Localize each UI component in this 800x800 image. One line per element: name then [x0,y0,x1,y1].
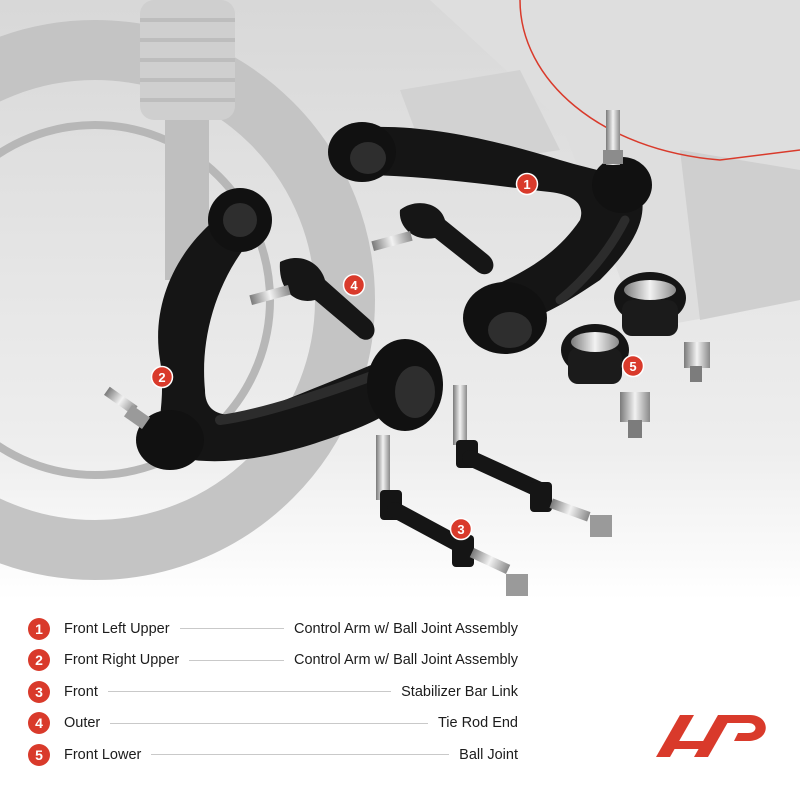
ball-joint-right [614,272,710,382]
legend-row-1: 1 Front Left Upper Control Arm w/ Ball J… [28,613,518,645]
legend-leader-line [189,659,284,661]
legend-row-5: 5 Front Lower Ball Joint [28,739,518,771]
legend-leader-line [151,754,450,756]
legend-part-2: Control Arm w/ Ball Joint Assembly [293,652,518,669]
tie-rod-end-left [249,258,375,340]
stabilizer-link-right [453,385,612,537]
callout-3: 3 [449,517,473,541]
legend-row-4: 4 Outer Tie Rod End [28,708,518,740]
brand-logo-icon [656,715,766,757]
callout-4-number: 4 [350,278,358,293]
callout-4: 4 [342,273,366,297]
legend-part-5: Ball Joint [459,746,518,763]
callout-2-number: 2 [158,370,165,385]
legend-position-3: Front [64,683,98,700]
legend-row-3: 3 Front Stabilizer Bar Link [28,676,518,708]
legend-badge-5: 5 [28,743,50,766]
legend-leader-line [107,691,392,693]
product-scene: 1 2 3 4 5 [0,0,800,600]
control-arm-front-right [104,188,443,470]
callout-1: 1 [515,172,539,196]
callout-1-number: 1 [523,177,530,192]
legend-badge-4: 4 [28,712,50,735]
tie-rod-end-right [371,203,494,275]
legend-position-2: Front Right Upper [64,652,180,669]
legend-part-1: Control Arm w/ Ball Joint Assembly [293,620,518,637]
legend-position-1: Front Left Upper [64,620,170,637]
legend-badge-2: 2 [28,649,50,672]
legend-row-2: 2 Front Right Upper Control Arm w/ Ball … [28,645,518,677]
legend-part-4: Tie Rod End [437,715,518,732]
callout-3-number: 3 [457,522,464,537]
callout-5-number: 5 [629,359,636,374]
stabilizer-link-left [376,435,528,596]
callout-2: 2 [150,365,174,389]
legend-badge-1: 1 [28,617,50,640]
ball-joint-left [561,324,650,438]
legend-position-4: Outer [64,715,101,732]
parts-legend: 1 Front Left Upper Control Arm w/ Ball J… [28,613,518,771]
legend-position-5: Front Lower [64,746,142,763]
callout-5: 5 [621,354,645,378]
legend-part-3: Stabilizer Bar Link [401,683,518,700]
legend-leader-line [110,722,428,724]
legend-leader-line [179,628,284,630]
legend-badge-3: 3 [28,680,50,703]
control-arm-front-left [328,110,652,354]
